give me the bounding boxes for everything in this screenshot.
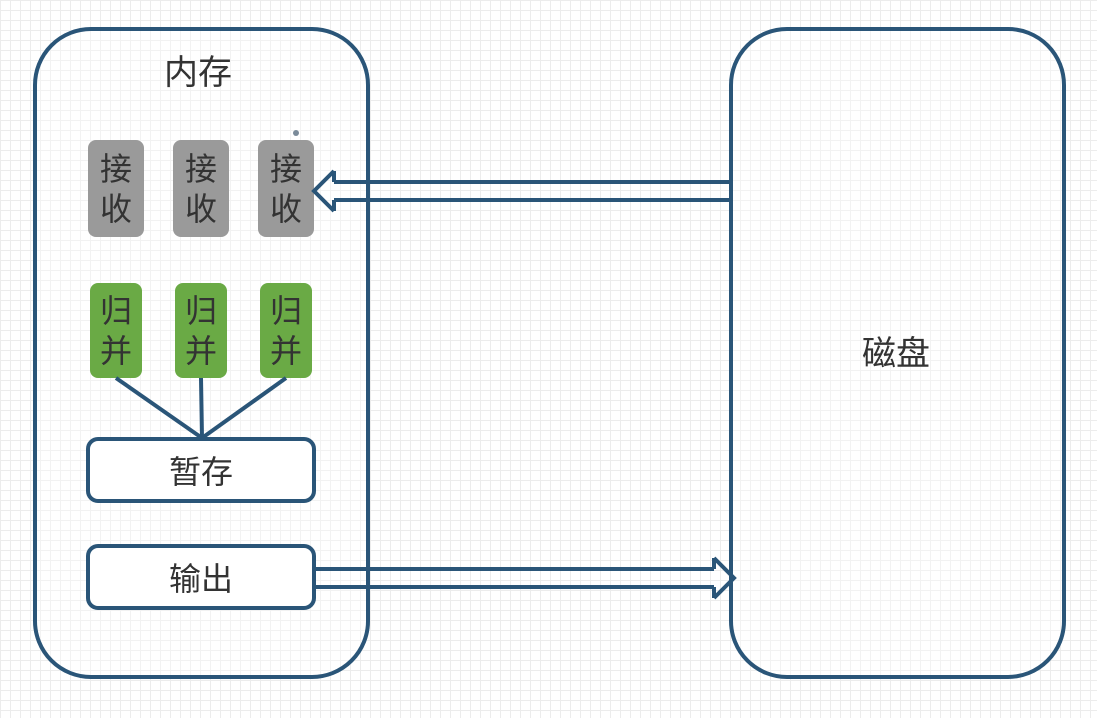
receive-block-label: 接收: [185, 149, 218, 228]
merge-block-label: 归并: [270, 291, 303, 370]
receive-block-label: 接收: [270, 149, 303, 228]
receive-block-label: 接收: [100, 149, 133, 228]
merge-block-3: 归并: [260, 283, 312, 378]
merge-block-label: 归并: [185, 291, 218, 370]
merge-block-2: 归并: [175, 283, 227, 378]
receive-block-3: 接收: [258, 140, 314, 237]
receive-block-1: 接收: [88, 140, 144, 237]
disk-to-receive-arrow: [311, 169, 729, 213]
memory-title: 内存: [164, 53, 232, 93]
merge-connector-2: [199, 377, 204, 439]
merge-connector-3: [200, 376, 288, 440]
output-label: 输出: [168, 560, 233, 598]
output-box: 输出: [86, 544, 316, 610]
merge-connector-1: [114, 376, 204, 440]
merge-block-1: 归并: [90, 283, 142, 378]
disk-title: 磁盘: [862, 334, 930, 374]
disk-container: [729, 27, 1066, 679]
buffer-label: 暂存: [168, 453, 233, 491]
merge-block-label: 归并: [100, 291, 133, 370]
dot-marker: [293, 130, 299, 136]
receive-block-2: 接收: [173, 140, 229, 237]
output-to-disk-arrow: [316, 556, 737, 600]
buffer-box: 暂存: [86, 437, 316, 503]
